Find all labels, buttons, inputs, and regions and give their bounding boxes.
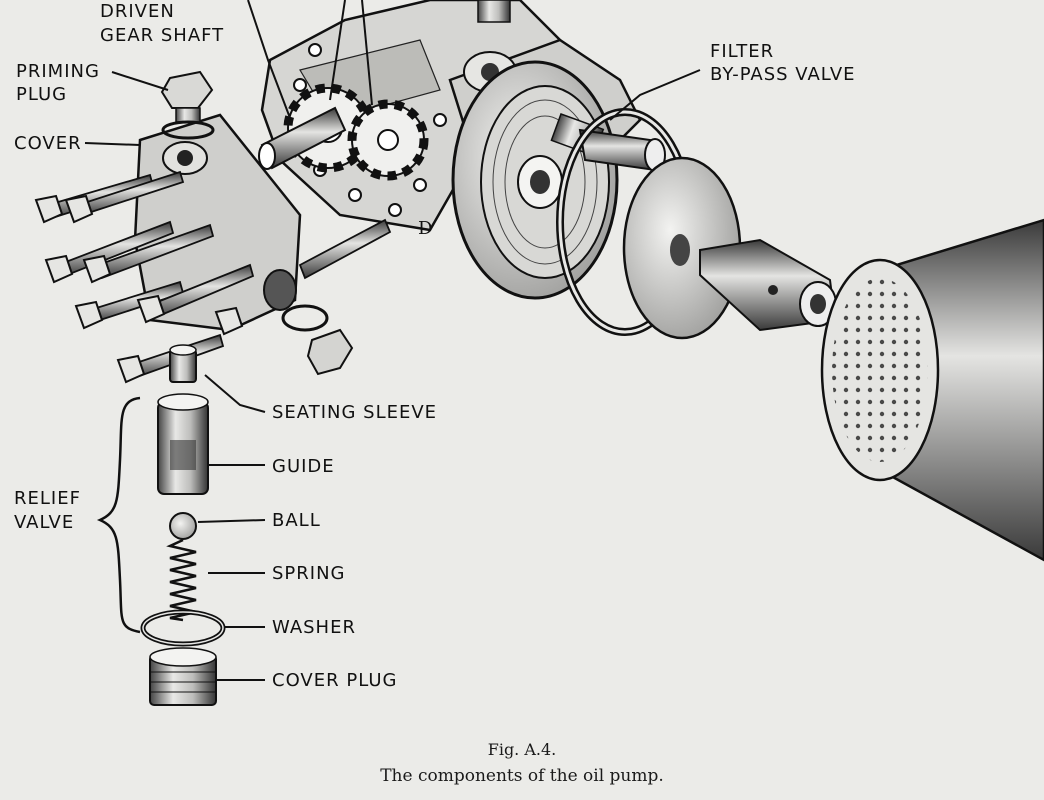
figure-number: Fig. A.4. (487, 740, 557, 759)
ball-part (169, 512, 197, 540)
small-plug (306, 328, 354, 376)
body-mark: D (418, 218, 433, 239)
label-priming-plug-line1: PRIMING (16, 61, 100, 82)
filter-bolt (699, 238, 837, 332)
label-guide: GUIDE (272, 456, 335, 477)
washer-part (140, 609, 226, 647)
label-spring: SPRING (272, 563, 346, 584)
label-ball: BALL (272, 510, 321, 531)
cover-gasket-washer (281, 304, 329, 332)
label-cover-plug: COVER PLUG (272, 670, 398, 691)
label-cover: COVER (14, 133, 82, 154)
priming-plug (160, 70, 215, 140)
cover-bolts (34, 170, 392, 384)
pump-housing (448, 38, 642, 300)
driven-gear-shaft (258, 106, 347, 170)
leader-lines (84, 0, 701, 681)
label-relief-valve-line1: RELIEF (14, 488, 81, 509)
label-priming-plug-line2: PLUG (16, 84, 68, 105)
figure-caption: The components of the oil pump. (380, 766, 664, 786)
label-filter-by-pass-line2: BY-PASS VALVE (710, 64, 856, 85)
filter-disc (622, 156, 742, 340)
guide-part (157, 393, 209, 495)
label-driven-gear-shaft-line1: DRIVEN (100, 1, 175, 22)
filter-by-pass-valve (578, 128, 666, 172)
seating-sleeve-part (169, 344, 197, 383)
label-relief-valve-line2: VALVE (14, 512, 75, 533)
label-washer: WASHER (272, 617, 356, 638)
filter-bowl (820, 218, 1044, 562)
relief-valve-brace (96, 396, 141, 634)
label-driven-gear-shaft-line2: GEAR SHAFT (100, 25, 225, 46)
label-seating-sleeve: SEATING SLEEVE (272, 402, 438, 423)
cover-plug-part (149, 647, 217, 706)
driven-gear (347, 99, 429, 181)
label-filter-by-pass-line1: FILTER (710, 41, 775, 62)
spring-part (166, 538, 197, 622)
